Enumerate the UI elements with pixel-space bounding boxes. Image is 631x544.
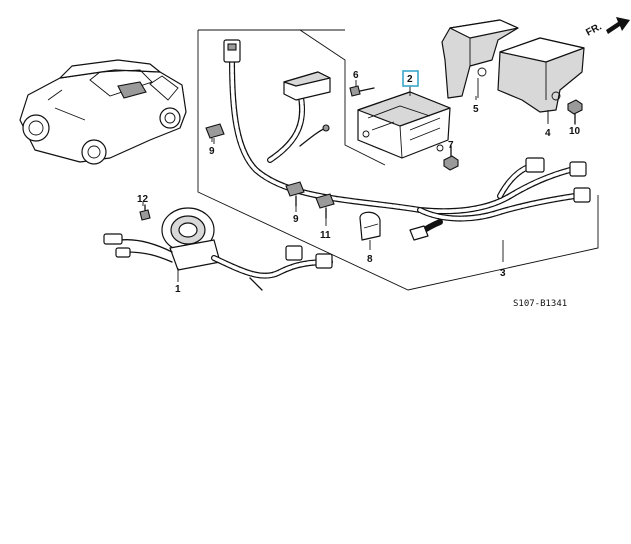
callout-5[interactable]: 5 (473, 104, 479, 115)
group-outline (197, 29, 599, 291)
callout-labels: 1 2 3 4 5 6 7 8 9 9 10 11 12 (137, 70, 581, 295)
callout-11[interactable]: 11 (320, 230, 331, 241)
part-2-control-unit (357, 91, 451, 159)
callout-12[interactable]: 12 (137, 194, 149, 205)
callout-10[interactable]: 10 (569, 126, 581, 137)
callout-7[interactable]: 7 (448, 140, 454, 151)
clip-11 (315, 193, 335, 219)
clip-9-upper (205, 123, 225, 144)
callout-1[interactable]: 1 (175, 284, 181, 295)
diagram-code: S107-B1341 (513, 299, 567, 309)
callout-6[interactable]: 6 (353, 70, 359, 81)
clip-8 (359, 211, 381, 241)
part-3-harness (223, 39, 591, 241)
part-1-cable-reel (103, 207, 333, 291)
front-direction-indicator: FR. (584, 17, 630, 39)
clip-9-lower (285, 181, 305, 207)
callout-3[interactable]: 3 (500, 268, 506, 279)
callout-9-upper[interactable]: 9 (209, 146, 215, 157)
part-6-screw (349, 85, 375, 97)
selected-part-highlight (402, 70, 419, 87)
part-4-cover (497, 37, 585, 122)
front-arrow-icon (606, 17, 630, 34)
callout-9-lower[interactable]: 9 (293, 214, 299, 225)
callout-4[interactable]: 4 (545, 128, 551, 139)
part-5-cover (441, 19, 519, 99)
vehicle-illustration (19, 59, 187, 165)
callout-2[interactable]: 2 (407, 74, 413, 85)
direction-label: FR. (584, 21, 604, 38)
part-12-screw (139, 204, 151, 221)
leader-lines (142, 80, 576, 282)
callout-8[interactable]: 8 (367, 254, 373, 265)
